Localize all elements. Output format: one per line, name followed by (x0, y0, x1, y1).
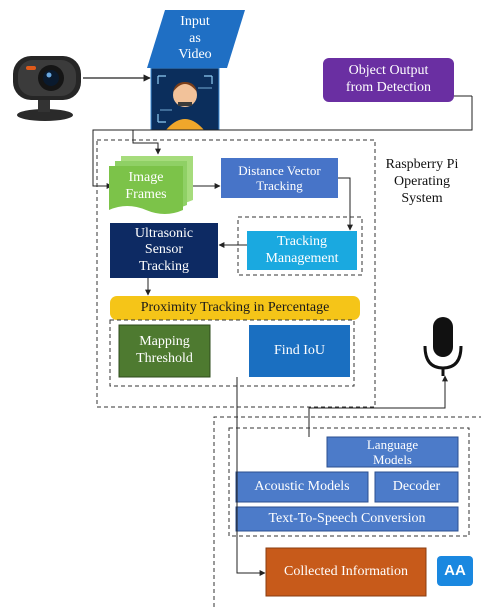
text-size-icon-node: AA (437, 556, 473, 586)
mapping-iou-region (109, 319, 355, 387)
tts-label: Text-To-Speech Conversion (268, 510, 426, 526)
language-models-label: Language Models (366, 436, 419, 467)
speech-region (213, 416, 481, 607)
decoder-node: Decoder (375, 472, 458, 502)
language-models-box (326, 436, 459, 468)
proximity-box (110, 296, 360, 320)
object-output-connector (92, 102, 473, 189)
collected-info-node: Collected Information (266, 548, 426, 596)
acoustic-models-label: Acoustic Models (254, 478, 350, 494)
face-to-frames-arrow (132, 130, 161, 155)
decoder-label: Decoder (392, 478, 441, 494)
object-output-node: Object Output from Detection (323, 58, 454, 102)
object-output-box (323, 58, 454, 102)
ultrasonic-label: Ultrasonic Sensor Tracking (134, 225, 194, 274)
distance-to-management-arrow (338, 177, 353, 231)
raspberry-pi-label: Raspberry Pi Operating System (385, 157, 459, 206)
ultrasonic-node: Ultrasonic Sensor Tracking (110, 223, 218, 278)
find-iou-label: Find IoU (274, 342, 325, 358)
image-frames-label: Image Frames (125, 170, 167, 202)
object-output-label: Object Output from Detection (345, 63, 432, 95)
acoustic-models-box (235, 471, 369, 503)
tts-node: Text-To-Speech Conversion (236, 507, 458, 531)
speech-models-region (228, 427, 470, 537)
distance-vector-label: Distance Vector Tracking (238, 162, 321, 193)
mapping-threshold-node: Mapping Threshold (119, 325, 210, 377)
language-models-node: Language Models (327, 437, 458, 467)
tracking-management-box (247, 231, 357, 270)
decoder-box (374, 471, 459, 503)
input-video-shape (147, 10, 245, 68)
proximity-label: Proximity Tracking in Percentage (140, 299, 330, 315)
input-video-node: Input as Video (150, 12, 240, 66)
distance-vector-box (221, 158, 338, 198)
text-size-icon-label: AA (444, 562, 466, 580)
image-frames-node: Image Frames (109, 166, 183, 208)
acoustic-models-node: Acoustic Models (236, 472, 368, 502)
webcam-icon (13, 56, 81, 121)
ultrasonic-box (110, 223, 218, 278)
microphone-icon (423, 317, 463, 376)
find-iou-box (249, 325, 350, 377)
collected-info-box (265, 547, 427, 597)
image-frames-shape (109, 156, 193, 214)
tts-box (235, 506, 459, 532)
language-to-microphone-arrow (308, 375, 448, 437)
tracking-management-node: Tracking Management (247, 231, 357, 270)
proximity-node: Proximity Tracking in Percentage (110, 296, 360, 320)
mapping-threshold-box (118, 324, 211, 378)
find-iou-node: Find IoU (249, 325, 350, 377)
iou-to-collected-arrow (236, 377, 266, 576)
mapping-threshold-label: Mapping Threshold (136, 334, 193, 366)
collected-info-label: Collected Information (283, 563, 409, 579)
text-size-icon (437, 556, 473, 586)
distance-vector-node: Distance Vector Tracking (221, 158, 338, 198)
tracking-management-label: Tracking Management (265, 233, 339, 266)
input-video-label: Input as Video (178, 14, 212, 63)
face-scan-icon (150, 67, 220, 131)
